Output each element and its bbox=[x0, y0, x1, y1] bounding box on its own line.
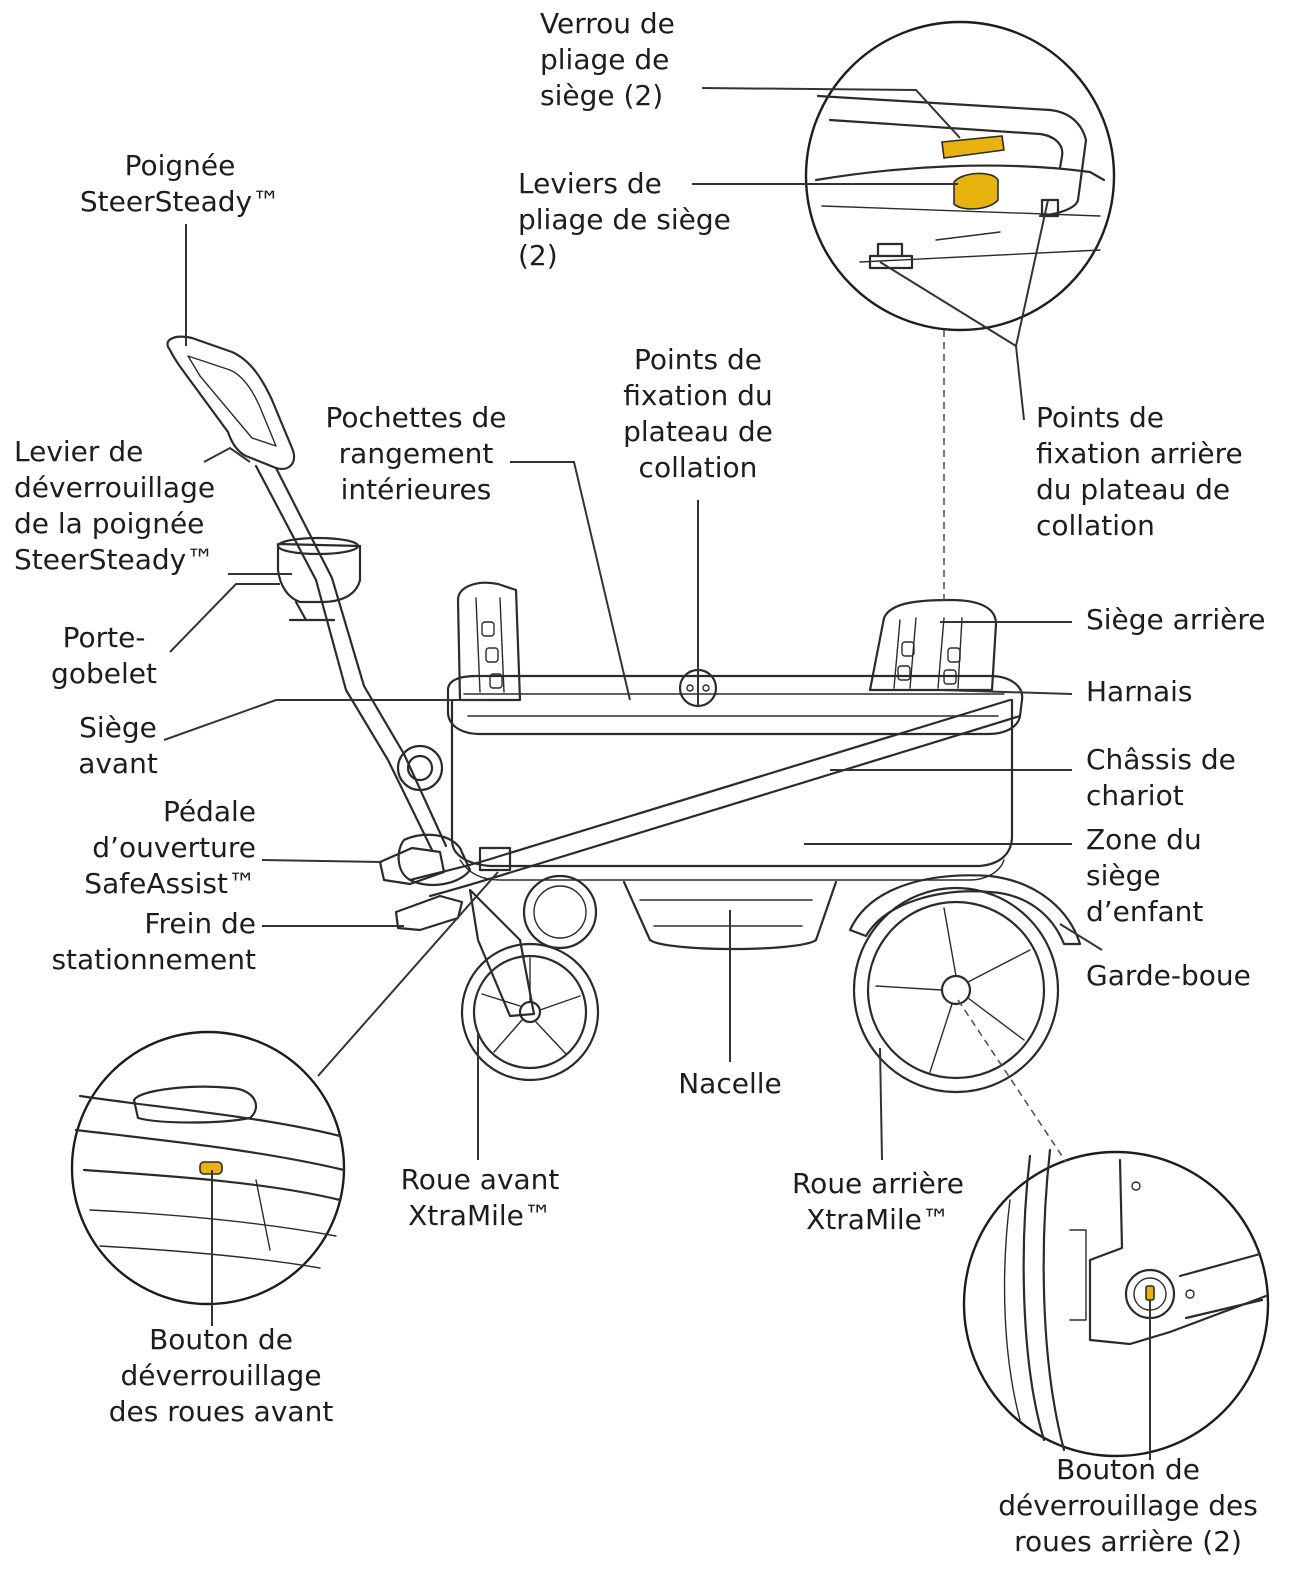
rear-seat bbox=[868, 598, 998, 692]
label-nacelle: Nacelle bbox=[678, 1067, 782, 1100]
front-wheel-assembly bbox=[460, 874, 600, 1082]
label-bouton-arriere: Bouton de déverrouillage des roues arriè… bbox=[998, 1453, 1258, 1558]
label-roue-arriere: Roue arrière XtraMile™ bbox=[791, 1167, 965, 1236]
handle-pivot bbox=[396, 744, 444, 792]
label-siege-avant: Siège avant bbox=[78, 711, 158, 780]
front-seat bbox=[456, 581, 522, 702]
label-poignee: Poignée SteerSteady™ bbox=[79, 149, 281, 218]
zoom-seat-fold bbox=[804, 20, 1116, 332]
label-garde-boue: Garde-boue bbox=[1086, 959, 1251, 992]
safeassist-pedal bbox=[378, 846, 446, 886]
label-chassis: Châssis de chariot bbox=[1086, 743, 1236, 812]
cup-holder bbox=[276, 536, 362, 622]
label-points-fixation-arriere: Points de fixation arrière du plateau de… bbox=[1036, 401, 1243, 542]
zoom-connectors bbox=[317, 330, 1067, 1163]
label-points-fixation-plateau: Points de fixation du plateau de collati… bbox=[623, 343, 773, 484]
rear-wheel-assembly bbox=[848, 874, 1082, 1094]
label-zone-siege: Zone du siège d’enfant bbox=[1086, 823, 1204, 928]
basket bbox=[622, 880, 838, 951]
wagon-tub bbox=[446, 674, 1024, 881]
label-bouton-avant: Bouton de déverrouillage des roues avant bbox=[108, 1323, 334, 1428]
label-frein: Frein de stationnement bbox=[51, 907, 256, 976]
leader-lines bbox=[163, 87, 1151, 1460]
label-roue-avant: Roue avant XtraMile™ bbox=[400, 1163, 560, 1232]
zoom-rear-release bbox=[962, 1148, 1270, 1458]
label-pochettes: Pochettes de rangement intérieures bbox=[325, 401, 507, 506]
zoom-front-release bbox=[70, 1030, 346, 1306]
label-leviers-pliage: Leviers de pliage de siège (2) bbox=[518, 167, 731, 272]
label-pedale: Pédale d’ouverture SafeAssist™ bbox=[84, 795, 256, 900]
steersteady-handle bbox=[166, 335, 448, 852]
mudguard bbox=[848, 874, 1082, 946]
label-harnais: Harnais bbox=[1086, 675, 1193, 708]
label-levier-poignee: Levier de déverrouillage de la poignée S… bbox=[14, 435, 216, 576]
wagon-illustration bbox=[166, 335, 1082, 1094]
wagon-frame bbox=[397, 698, 1022, 898]
label-porte-gobelet: Porte- gobelet bbox=[51, 621, 157, 690]
label-verrou-pliage: Verrou de pliage de siège (2) bbox=[540, 7, 675, 112]
label-siege-arriere: Siège arrière bbox=[1086, 603, 1266, 636]
